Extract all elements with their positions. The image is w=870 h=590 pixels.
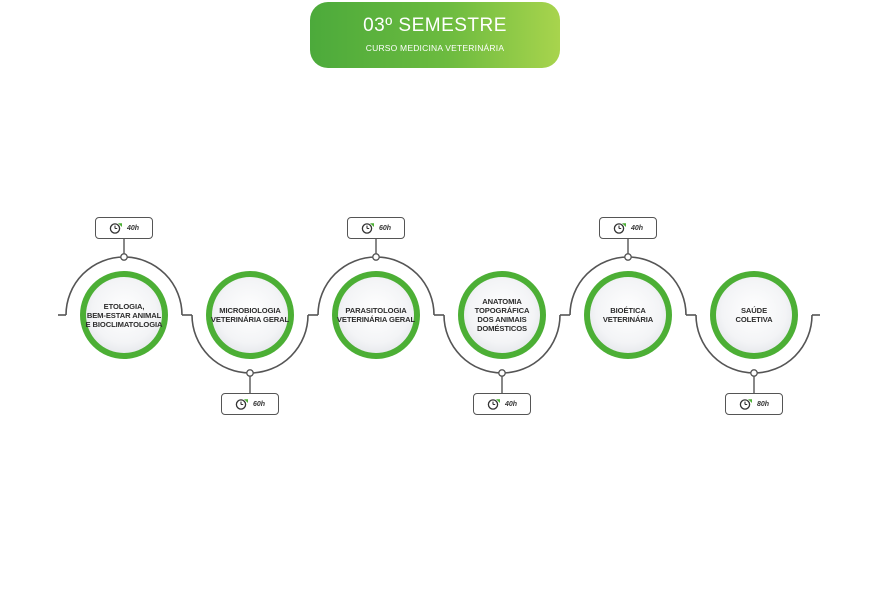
course-node-disc: [464, 277, 540, 353]
hours-badge: 80h: [725, 393, 783, 415]
course-name: PARASITOLOGIA VETERINÁRIA GERAL: [336, 306, 416, 324]
hours-text: 60h: [378, 224, 392, 232]
hours-badge: 40h: [95, 217, 153, 239]
hours-badge: 60h: [221, 393, 279, 415]
course-name: BIOÉTICA VETERINÁRIA: [602, 306, 654, 324]
hours-badge: 60h: [347, 217, 405, 239]
clock-icon: [739, 399, 752, 410]
clock-icon: [487, 399, 500, 410]
clock-icon: [361, 223, 374, 234]
stem-dot: [498, 369, 506, 377]
hours-text: 40h: [504, 400, 518, 408]
clock-icon: [613, 223, 626, 234]
clock-icon: [235, 399, 248, 410]
header-subtitle: CURSO MEDICINA VETERINÁRIA: [365, 43, 505, 53]
stem-dot: [624, 253, 632, 261]
hours-text: 40h: [630, 224, 644, 232]
stem-dot: [750, 369, 758, 377]
course-node-disc: [590, 277, 666, 353]
course-node-disc: [716, 277, 792, 353]
course-name: ANATOMIA TOPOGRÁFICA DOS ANIMAIS DOMÉSTI…: [474, 297, 530, 333]
course-node-disc: [86, 277, 162, 353]
course-node-disc: [338, 277, 414, 353]
hours-text: 60h: [252, 400, 266, 408]
clock-icon: [109, 223, 122, 234]
stem-dot: [246, 369, 254, 377]
hours-text: 40h: [126, 224, 140, 232]
semester-header: 03º SEMESTRE CURSO MEDICINA VETERINÁRIA: [310, 2, 560, 68]
hours-badge: 40h: [599, 217, 657, 239]
hours-badge: 40h: [473, 393, 531, 415]
hours-text: 80h: [756, 400, 770, 408]
stem-dot: [372, 253, 380, 261]
header-title: 03º SEMESTRE: [363, 15, 507, 36]
course-node-disc: [212, 277, 288, 353]
course-name: SAÚDE COLETIVA: [735, 306, 773, 324]
course-name: ETOLOGIA, BEM-ESTAR ANIMAL E BIOCLIMATOL…: [85, 301, 163, 329]
course-name: MICROBIOLOGIA VETERINÁRIA GERAL: [210, 306, 290, 324]
stem-dot: [120, 253, 128, 261]
